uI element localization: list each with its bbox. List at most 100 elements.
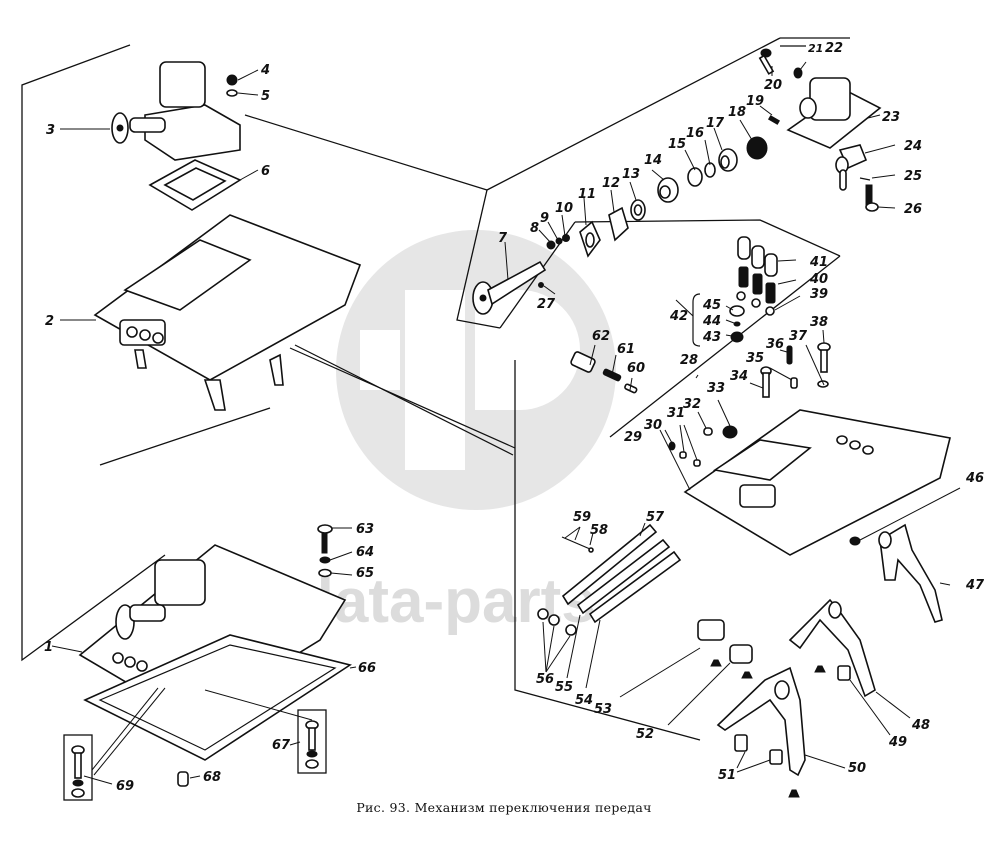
callout-36: 36 [766, 337, 784, 352]
part-block-53 [697, 619, 725, 641]
part-rings-56 [537, 608, 577, 636]
callout-52: 52 [636, 727, 654, 742]
part-plug-33 [722, 425, 738, 439]
part-block-52 [729, 644, 753, 664]
callout-12: 12 [602, 176, 620, 191]
callout-46: 46 [965, 471, 984, 486]
part-rod-54 [576, 538, 671, 615]
callout-22: 22 [825, 41, 843, 56]
callout-42: 42 [669, 309, 688, 324]
part-washer-44 [733, 321, 741, 327]
callout-68: 68 [203, 770, 221, 785]
callout-35: 35 [746, 351, 764, 366]
part-bolt-set-67 [297, 709, 327, 774]
callout-3: 3 [46, 123, 55, 138]
part-ring-15 [687, 167, 703, 187]
part-washer-5 [226, 89, 238, 97]
callout-38: 38 [810, 315, 828, 330]
callout-67: 67 [272, 738, 291, 753]
part-rod-57 [561, 523, 658, 606]
callout-41: 41 [809, 255, 828, 270]
callout-18: 18 [728, 105, 746, 120]
callout-65: 65 [356, 566, 374, 581]
callout-10: 10 [555, 201, 573, 216]
callout-29: 29 [624, 430, 642, 445]
callout-30: 30 [644, 418, 662, 433]
part-pin-60 [624, 383, 638, 394]
watermark-text: data-parts [296, 567, 596, 636]
part-ball-8 [546, 240, 556, 250]
callout-19: 19 [746, 94, 764, 109]
part-springs-40 [738, 266, 776, 304]
callout-7: 7 [498, 231, 508, 246]
callout-57: 57 [646, 510, 665, 525]
part-gasket-66 [83, 634, 352, 761]
part-gasket-6 [148, 159, 242, 211]
callout-48: 48 [911, 718, 930, 733]
callout-26: 26 [904, 202, 922, 217]
callout-27: 27 [537, 297, 556, 312]
part-bolt-set-69 [63, 734, 93, 801]
part-washer-37 [817, 380, 829, 388]
part-fork-47 [878, 523, 943, 623]
part-bracket-42 [692, 293, 701, 347]
callout-21: 21 [808, 42, 823, 55]
part-ring-10 [562, 234, 570, 242]
callout-43: 43 [702, 330, 721, 345]
watermark-logo-icon [336, 230, 616, 510]
callout-20: 20 [764, 78, 782, 93]
part-washer-25 [859, 177, 871, 181]
watermark: data-parts [296, 230, 616, 636]
callout-25: 25 [904, 169, 922, 184]
part-balls-39 [736, 291, 775, 316]
callout-2: 2 [45, 314, 54, 329]
callout-51: 51 [718, 768, 736, 783]
part-washer-65 [318, 568, 332, 578]
part-housing-2 [93, 214, 362, 411]
callout-4: 4 [260, 63, 270, 78]
part-seal-13 [630, 199, 646, 221]
callout-69: 69 [116, 779, 134, 794]
callout-13: 13 [622, 167, 640, 182]
part-lever-24 [835, 144, 868, 191]
part-bolt-26 [865, 184, 879, 212]
figure-caption: Рис. 93. Механизм переключения передач [356, 800, 652, 815]
part-shaft-7 [472, 260, 547, 315]
part-stud-36 [786, 345, 793, 365]
callout-55: 55 [555, 680, 573, 695]
callout-1: 1 [44, 640, 53, 655]
callout-40: 40 [809, 272, 828, 287]
part-pin-32 [703, 427, 713, 436]
callout-49: 49 [888, 735, 907, 750]
part-gasket-12 [608, 206, 629, 242]
callout-63: 63 [356, 522, 374, 537]
part-housing-29 [683, 409, 951, 556]
part-bolt-34 [760, 366, 772, 398]
callout-54: 54 [575, 693, 593, 708]
callout-62: 62 [592, 329, 610, 344]
callout-60: 60 [627, 361, 645, 376]
part-bolt-38 [817, 342, 831, 373]
part-pad-49 [837, 665, 851, 681]
part-screw-46 [849, 536, 861, 546]
part-cover-housing-3 [111, 61, 241, 161]
callout-24: 24 [904, 139, 922, 154]
leader-lines [51, 61, 961, 785]
callout-32: 32 [683, 397, 701, 412]
callout-5: 5 [261, 89, 270, 104]
part-washer-22 [793, 67, 803, 79]
callout-53: 53 [594, 702, 612, 717]
callout-61: 61 [617, 342, 635, 357]
part-fork-48 [788, 598, 876, 698]
part-pins-58-59 [561, 536, 594, 553]
callout-28: 28 [680, 353, 698, 368]
part-body-62 [570, 351, 596, 373]
callout-45: 45 [702, 298, 721, 313]
part-nut-4 [226, 74, 238, 86]
callout-9: 9 [540, 211, 549, 226]
callout-33: 33 [707, 381, 725, 396]
callout-16: 16 [686, 126, 704, 141]
callout-47: 47 [965, 578, 985, 593]
callout-17: 17 [706, 116, 725, 131]
part-pin-35 [790, 377, 798, 389]
